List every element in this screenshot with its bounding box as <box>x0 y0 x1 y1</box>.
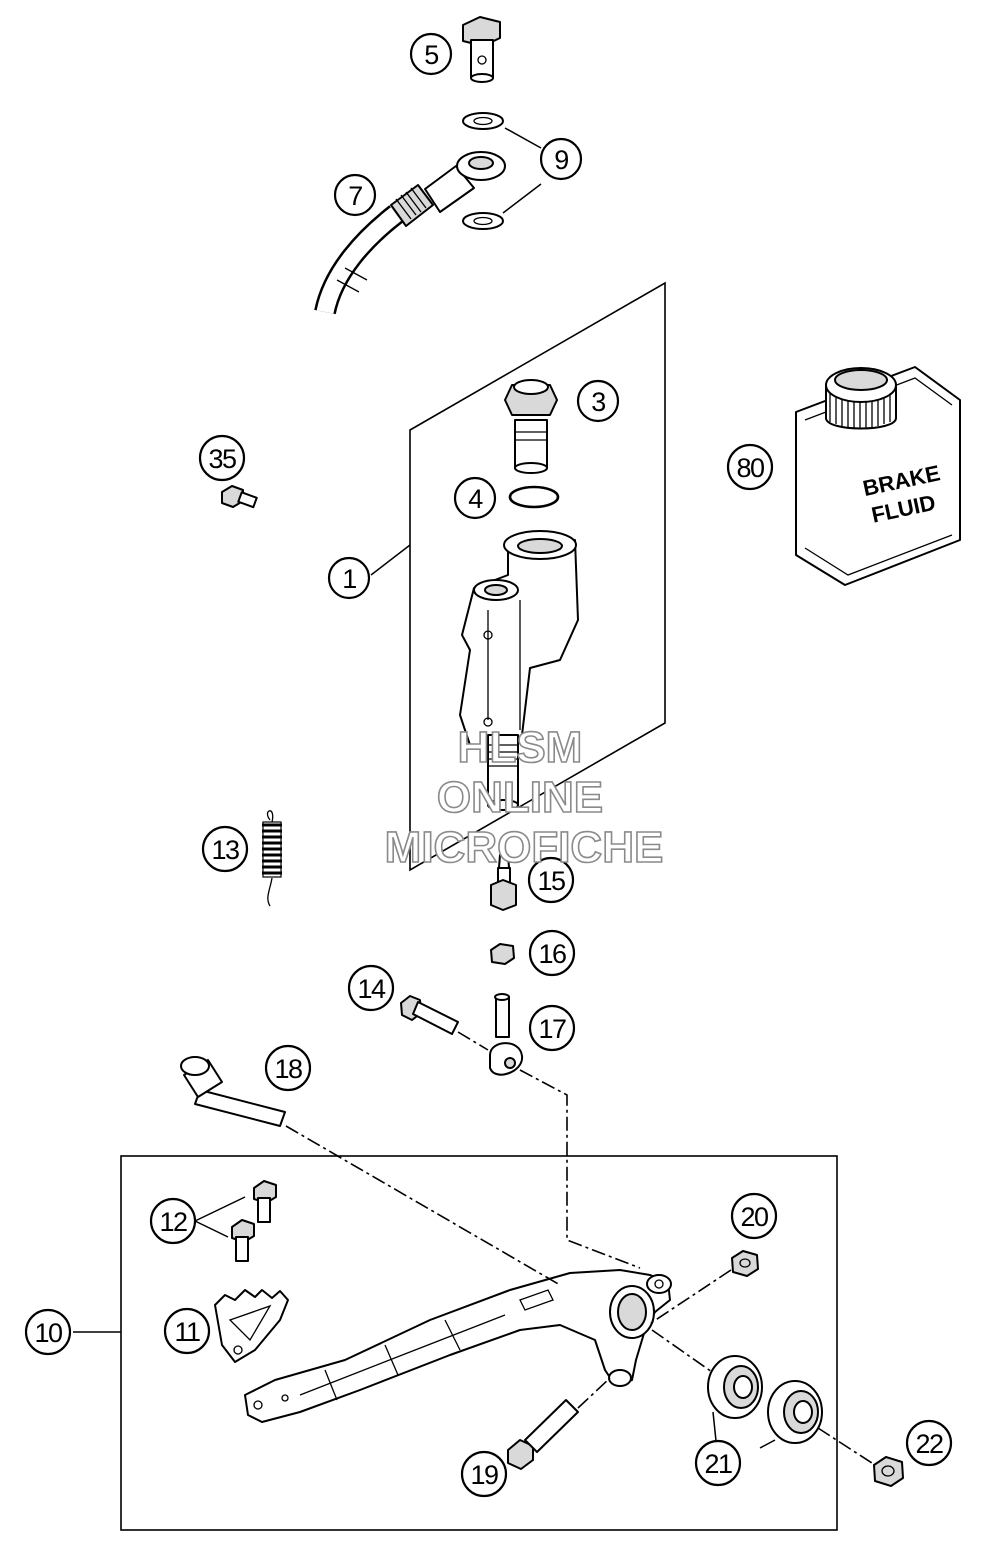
axle-nut-part <box>873 1456 904 1487</box>
svg-text:18: 18 <box>274 1054 302 1084</box>
watermark-line-2: ONLINE <box>437 773 603 822</box>
svg-text:17: 17 <box>538 1014 566 1044</box>
svg-text:7: 7 <box>348 181 362 211</box>
pivot-bolt-part <box>180 1056 286 1127</box>
step-bolt-upper-part <box>253 1180 277 1223</box>
callout-3: 3 <box>576 379 620 423</box>
washer-upper <box>462 112 504 130</box>
brake-line-part <box>314 151 506 315</box>
callout-18: 18 <box>264 1044 312 1092</box>
brake-lever-group-box <box>120 1155 838 1531</box>
svg-text:13: 13 <box>211 835 239 865</box>
return-spring-part <box>262 810 282 907</box>
svg-text:19: 19 <box>470 1460 498 1490</box>
svg-text:16: 16 <box>538 939 566 969</box>
svg-text:20: 20 <box>740 1202 768 1232</box>
callout-10: 10 <box>24 1308 72 1356</box>
callout-35: 35 <box>198 434 246 482</box>
callout-16: 16 <box>528 929 576 977</box>
bearing-right-part <box>767 1380 823 1444</box>
callout-20: 20 <box>730 1192 778 1240</box>
leader-lines <box>73 127 776 1461</box>
callout-12: 12 <box>149 1197 197 1245</box>
callout-19: 19 <box>460 1450 508 1498</box>
callout-15: 15 <box>527 856 575 904</box>
washer-lower <box>462 212 504 230</box>
clevis-bolt-part <box>400 995 459 1035</box>
brake-fluid-bottle-part: BRAKE FLUID <box>795 366 961 586</box>
step-bolt-lower-part <box>231 1219 255 1262</box>
callout-1: 1 <box>327 556 371 600</box>
callout-14: 14 <box>347 964 395 1012</box>
svg-text:4: 4 <box>468 484 483 514</box>
callout-80: 80 <box>726 443 774 491</box>
watermark-line-1: HLSM <box>458 723 583 772</box>
lock-nut-part <box>490 943 515 965</box>
bearing-left-part <box>707 1355 763 1419</box>
svg-text:11: 11 <box>174 1317 200 1347</box>
watermark: HLSM ONLINE MICROFICHE <box>384 722 664 873</box>
clevis-part <box>489 993 524 1076</box>
svg-text:5: 5 <box>424 40 438 70</box>
banjo-bolt-part <box>462 16 501 83</box>
master-cylinder-group-outline <box>409 281 666 872</box>
push-rod-part <box>490 854 517 911</box>
callout-22: 22 <box>905 1419 953 1467</box>
pedal-bolt-part <box>507 1399 579 1470</box>
svg-text:15: 15 <box>537 866 565 896</box>
svg-text:80: 80 <box>736 453 764 483</box>
callout-9: 9 <box>539 137 583 181</box>
small-bolt-part <box>221 485 258 509</box>
callout-21: 21 <box>694 1439 742 1487</box>
svg-text:3: 3 <box>591 387 605 417</box>
brake-pedal-part <box>244 1269 672 1423</box>
master-cylinder-part <box>459 530 579 811</box>
svg-text:10: 10 <box>34 1318 62 1348</box>
callout-5: 5 <box>409 32 453 76</box>
callout-4: 4 <box>453 476 497 520</box>
svg-text:1: 1 <box>342 564 356 594</box>
svg-text:35: 35 <box>208 444 236 474</box>
callout-11: 11 <box>163 1307 211 1355</box>
watermark-line-3: MICROFICHE <box>385 823 664 872</box>
callout-13: 13 <box>201 825 249 873</box>
reservoir-fitting-part <box>504 379 558 474</box>
svg-text:14: 14 <box>357 974 386 1004</box>
pedal-nut-part <box>731 1250 759 1277</box>
callout-17: 17 <box>528 1004 576 1052</box>
brake-step-part <box>214 1289 289 1363</box>
svg-text:22: 22 <box>915 1429 943 1459</box>
svg-text:9: 9 <box>554 145 568 175</box>
svg-text:12: 12 <box>159 1207 187 1237</box>
svg-text:21: 21 <box>704 1449 732 1479</box>
o-ring-part <box>508 485 560 509</box>
callout-7: 7 <box>333 173 377 217</box>
assembly-lines <box>285 1031 876 1466</box>
